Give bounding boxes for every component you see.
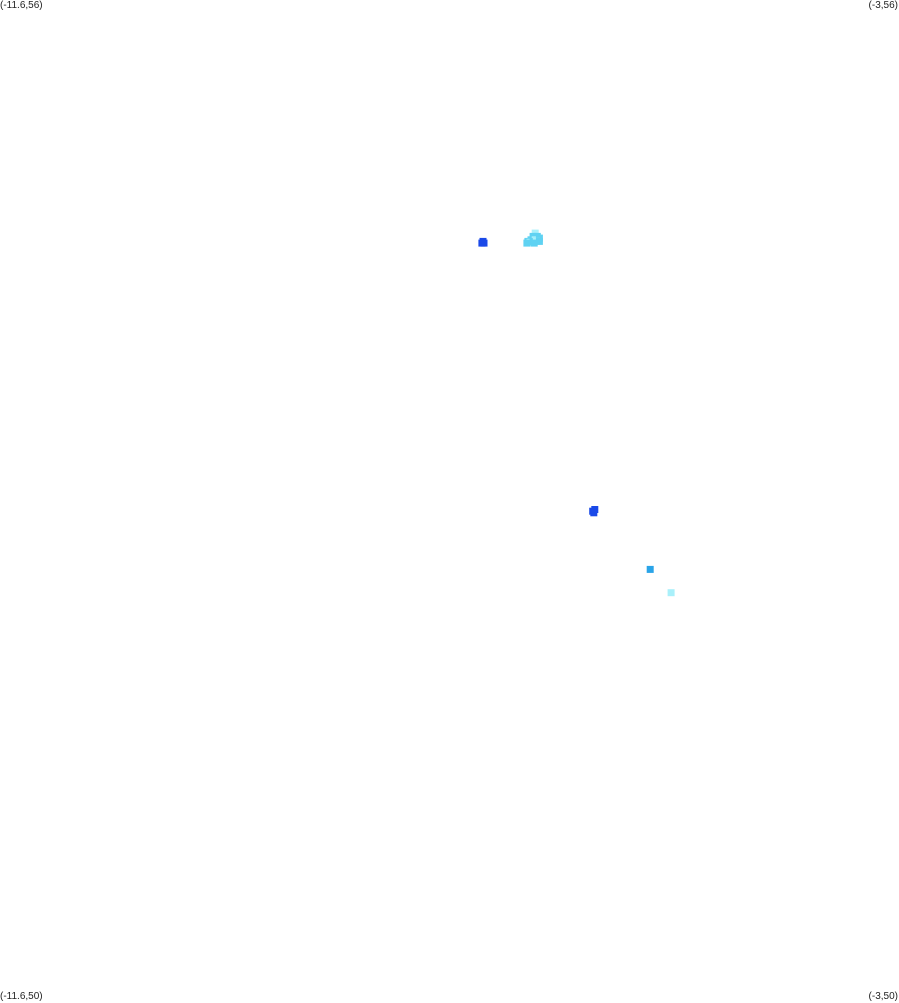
map-point-19 (646, 565, 654, 573)
corner-label-top-left: (-11.6,56) (0, 0, 43, 11)
map-point-15 (530, 239, 538, 247)
map-point-13 (535, 237, 543, 245)
corner-label-bottom-right: (-3,50) (868, 991, 898, 1002)
map-point-14 (523, 239, 531, 247)
map-point-2 (480, 239, 488, 247)
map-point-18 (590, 509, 598, 517)
corner-label-bottom-left: (-11.6,50) (0, 991, 43, 1002)
map-point-20 (667, 589, 675, 597)
corner-label-top-right: (-3,56) (868, 0, 898, 11)
